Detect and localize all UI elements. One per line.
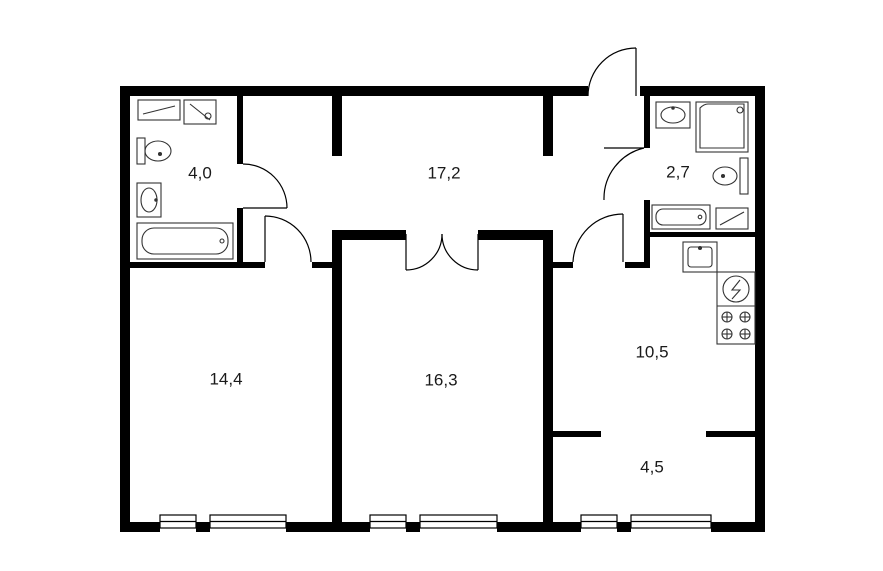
area-label-bathroom-right: 2,7	[666, 162, 690, 181]
bathtub-icon	[651, 204, 711, 230]
sink-icon	[136, 182, 162, 218]
window-icon	[419, 514, 498, 529]
room-labels: 4,0 17,2 2,7 14,4 16,3 10,5 4,5	[188, 162, 690, 476]
window-icon	[159, 514, 197, 529]
area-label-hallway: 17,2	[427, 163, 460, 182]
door-swing-icon	[242, 163, 288, 209]
doors	[242, 47, 645, 271]
fixtures-kitchen	[682, 241, 756, 345]
toilet-icon	[136, 137, 172, 165]
area-label-living-room: 16,3	[424, 370, 457, 389]
window-icon	[369, 514, 407, 529]
entrance-door-icon	[587, 47, 637, 97]
fixtures-left-bathroom	[136, 99, 234, 260]
shower-icon	[695, 101, 749, 153]
window-icon	[580, 514, 618, 529]
area-label-dining-area: 4,5	[640, 457, 664, 476]
outer-walls	[120, 86, 765, 532]
sink-icon	[682, 241, 718, 273]
window-icon	[209, 514, 287, 529]
bathtub-icon	[136, 222, 234, 260]
sink-icon	[655, 101, 691, 129]
windows	[159, 514, 712, 529]
area-label-kitchen: 10,5	[635, 342, 668, 361]
shower-icon	[183, 99, 217, 125]
area-label-bedroom-left: 14,4	[209, 369, 242, 388]
washing-machine-icon	[715, 207, 749, 230]
window-icon	[630, 514, 712, 529]
door-swing-icon	[405, 233, 479, 271]
toilet-icon	[712, 157, 749, 195]
area-label-bathroom-left: 4,0	[188, 163, 212, 182]
door-swing-icon	[603, 147, 645, 201]
washing-machine-icon	[137, 99, 181, 121]
interior-walls	[130, 96, 755, 530]
door-swing-icon	[572, 213, 624, 263]
washing-machine-icon	[722, 275, 750, 303]
door-swing-icon	[264, 215, 312, 263]
fixtures-right-bathroom	[651, 101, 749, 230]
stove-icon	[717, 305, 755, 340]
